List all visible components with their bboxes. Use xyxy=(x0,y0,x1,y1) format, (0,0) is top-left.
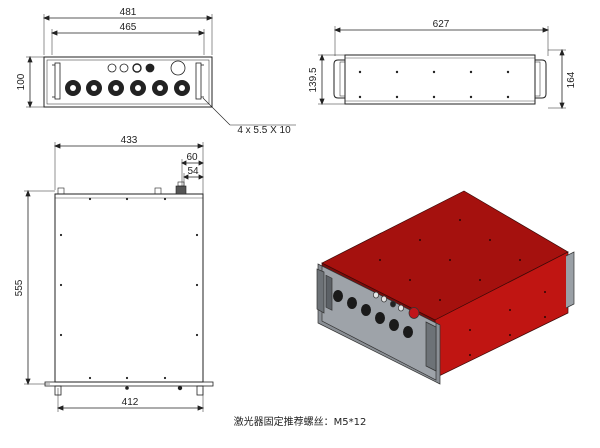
hole-note: 4 x 5.5 X 10 xyxy=(237,125,291,136)
side-view xyxy=(318,26,566,110)
screw-recommendation-caption: 激光器固定推荐螺丝：M5*12 xyxy=(233,417,367,428)
dim-555: 555 xyxy=(14,279,25,296)
dim-100: 100 xyxy=(16,73,27,90)
dim-627: 627 xyxy=(433,19,450,30)
dim-412: 412 xyxy=(122,397,139,408)
dim-60: 60 xyxy=(186,152,198,163)
front-view xyxy=(26,14,296,126)
dim-139-5: 139.5 xyxy=(308,67,319,92)
isometric-front-panel xyxy=(316,263,441,385)
dim-433: 433 xyxy=(121,135,138,146)
dim-164: 164 xyxy=(566,71,577,88)
isometric-view xyxy=(321,190,575,379)
dim-465: 465 xyxy=(120,22,137,33)
top-view-dots xyxy=(59,197,199,391)
top-view xyxy=(24,142,214,412)
dim-481: 481 xyxy=(120,7,137,18)
dim-54: 54 xyxy=(187,166,199,177)
side-view-dots xyxy=(358,70,510,99)
